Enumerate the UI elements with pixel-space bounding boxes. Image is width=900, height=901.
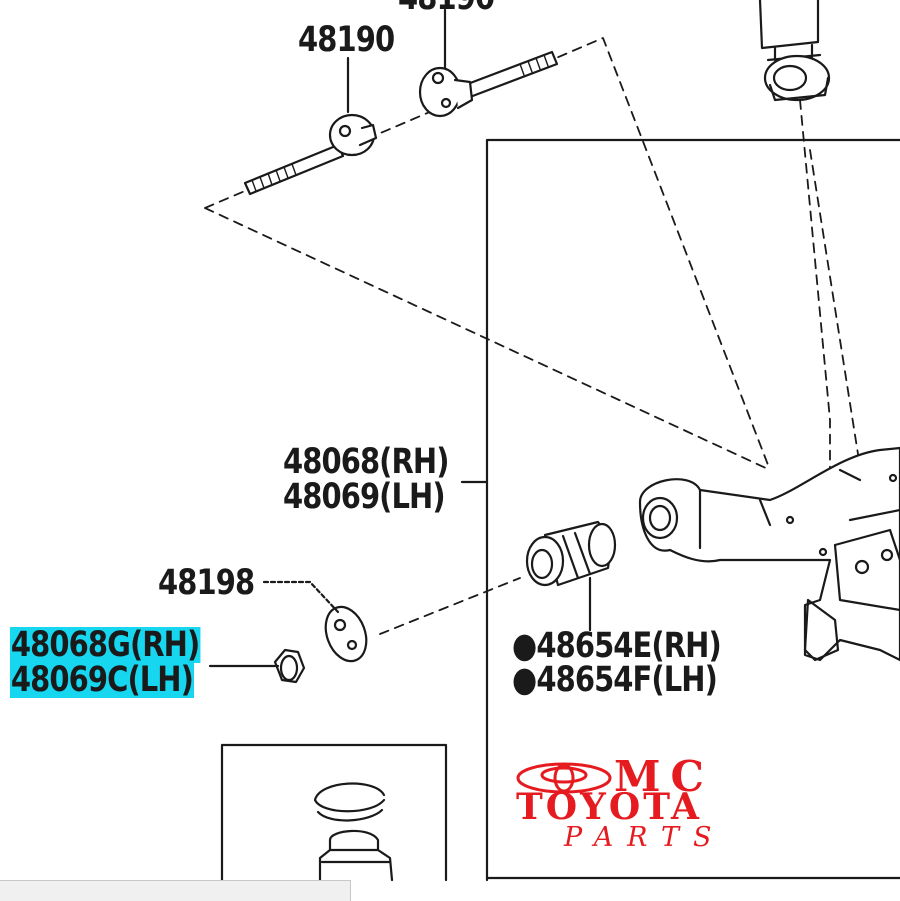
- brand-mc: MC: [614, 752, 714, 801]
- subassembly-frame: [485, 138, 900, 882]
- label-washer: 48198: [158, 563, 255, 603]
- ball-joint: [318, 829, 394, 882]
- camber-washer: [324, 605, 368, 663]
- camber-bolt-left: [243, 113, 378, 196]
- label-bushing-lh: ●48654F(LH): [512, 660, 718, 700]
- shock-absorber: [758, 0, 831, 102]
- nut: [273, 648, 306, 684]
- camber-bolt-top: [418, 50, 559, 118]
- label-highlight-lh[interactable]: 48069C(LH): [10, 660, 194, 700]
- brand-parts: PARTS: [564, 822, 726, 853]
- dashed-washer-lead: [379, 577, 521, 635]
- inset-frame: [220, 743, 448, 882]
- label-bushing-rh: ●48654E(RH): [512, 626, 722, 666]
- label-bolt-top: 48190: [398, 0, 495, 16]
- label-arm-rh: 48068(RH): [283, 442, 449, 482]
- arm-bushing: [525, 520, 617, 587]
- label-highlight-rh[interactable]: 48068G(RH): [10, 625, 201, 665]
- toyota-emblem-icon: [516, 762, 612, 794]
- viewer-scrollbar[interactable]: [0, 880, 351, 901]
- leader-washer: [262, 580, 340, 614]
- watermark-logo: MC TOYOTA PARTS: [512, 752, 812, 858]
- brand-toyota: TOYOTA: [516, 786, 702, 828]
- snap-ring: [313, 782, 386, 822]
- lower-arm: [638, 446, 900, 662]
- label-arm-lh: 48069(LH): [283, 477, 446, 517]
- label-bolt-left: 48190: [298, 20, 395, 60]
